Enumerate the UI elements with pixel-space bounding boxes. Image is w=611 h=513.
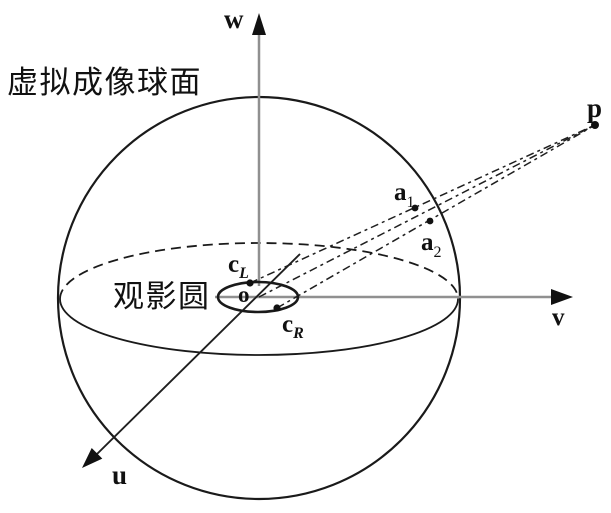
cl-label-sub: L: [238, 265, 249, 282]
point-cl-dot: [246, 279, 254, 287]
viewing-circle-annotation-label: 观影圆: [113, 279, 211, 314]
u-axis-label: u: [112, 460, 127, 490]
sphere-annotation-label: 虚拟成像球面: [7, 65, 202, 100]
point-a2-dot: [426, 217, 434, 225]
a2-label-sub: 2: [434, 244, 442, 261]
cl-label-base: c: [228, 251, 239, 278]
p-label: p: [587, 93, 602, 123]
equator-front-arc: [59, 298, 459, 356]
cl-label: cL: [228, 251, 249, 282]
a1-label-sub: 1: [407, 194, 415, 211]
cr-label-sub: R: [292, 325, 304, 342]
a2-label-base: a: [421, 229, 434, 256]
w-axis-label: w: [224, 4, 244, 34]
viewing-circle-ellipse: [216, 280, 300, 314]
v-axis-label: v: [552, 304, 565, 331]
a1-label: a1: [394, 179, 415, 211]
ray-o-to-p: [258, 124, 596, 298]
ray-cl-to-p: [249, 124, 596, 284]
origin-label: o: [238, 282, 250, 307]
a1-label-base: a: [394, 179, 407, 206]
a2-label: a2: [421, 229, 442, 261]
cr-label-base: c: [282, 311, 293, 338]
u-axis-line: [95, 253, 301, 456]
w-axis-arrowhead-icon: [252, 13, 266, 35]
u-axis-arrowhead-icon: [82, 448, 103, 468]
cr-label: cR: [282, 311, 304, 342]
ray-cr-to-p: [276, 124, 596, 309]
point-a1-dot: [411, 204, 419, 212]
point-cr-dot: [273, 304, 281, 312]
v-axis-arrowhead-icon: [551, 289, 573, 305]
point-p-dot: [591, 121, 599, 129]
